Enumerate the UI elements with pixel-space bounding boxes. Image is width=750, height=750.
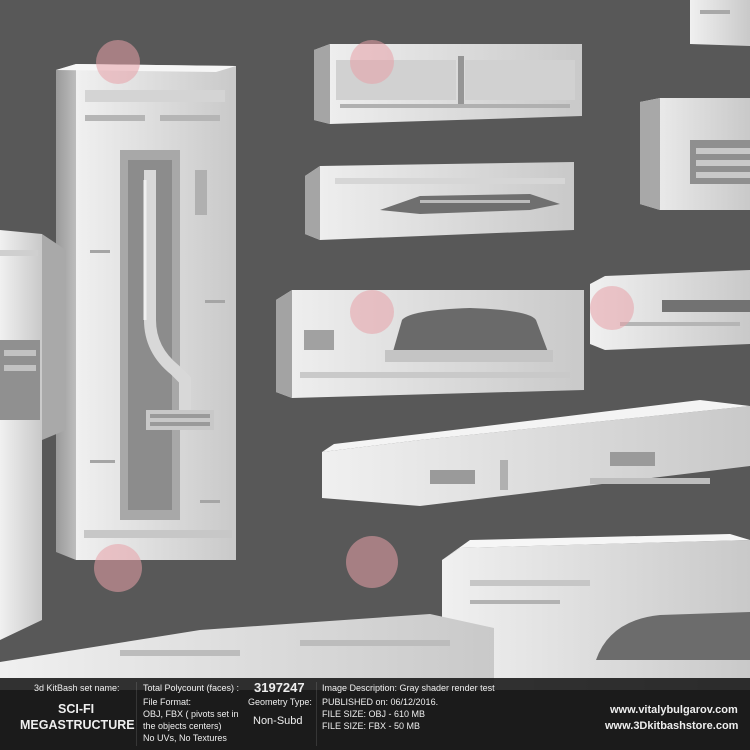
long-beam-module: [322, 400, 750, 506]
geometry-value: Non-Subd: [253, 715, 303, 727]
slot-module: [305, 162, 574, 240]
website-link-3dkitbashstore[interactable]: www.3Dkitbashstore.com: [605, 720, 739, 732]
bottom-right-module: [442, 534, 750, 690]
set-name-line2: MEGASTRUCTURE: [20, 718, 135, 732]
left-edge-module: [0, 230, 66, 640]
file-format-label: File Format:: [143, 697, 192, 707]
top-right-corner-module: [690, 0, 750, 46]
right-grille-module: [640, 98, 750, 210]
published-date: PUBLISHED on: 06/12/2016.: [322, 697, 439, 707]
file-format-line3: No UVs, No Textures: [143, 733, 227, 743]
set-label: 3d KitBash set name:: [34, 683, 120, 693]
geometry-label: Geometry Type:: [248, 697, 312, 707]
vent-housing-module: [276, 290, 584, 398]
file-size-fbx: FILE SIZE: FBX - 50 MB: [322, 721, 421, 731]
polycount-value: 3197247: [254, 680, 305, 695]
bottom-left-module: [0, 614, 494, 690]
file-size-obj: FILE SIZE: OBJ - 610 MB: [322, 709, 426, 719]
set-name-line1: SCI-FI: [58, 702, 95, 716]
image-description: Image Description: Gray shader render te…: [322, 683, 495, 693]
watermark-logos: [94, 40, 634, 592]
tall-tower-module: [56, 64, 236, 560]
file-format-line1: OBJ, FBX ( pivots set in: [143, 709, 239, 719]
file-format-line2: the objects centers): [143, 721, 222, 731]
polycount-label: Total Polycount (faces) :: [143, 683, 240, 693]
info-bar: 3d KitBash set name: SCI-FI MEGASTRUCTUR…: [0, 678, 750, 750]
right-slot-module: [590, 270, 750, 350]
website-link-vitalybulgarov[interactable]: www.vitalybulgarov.com: [610, 704, 738, 716]
